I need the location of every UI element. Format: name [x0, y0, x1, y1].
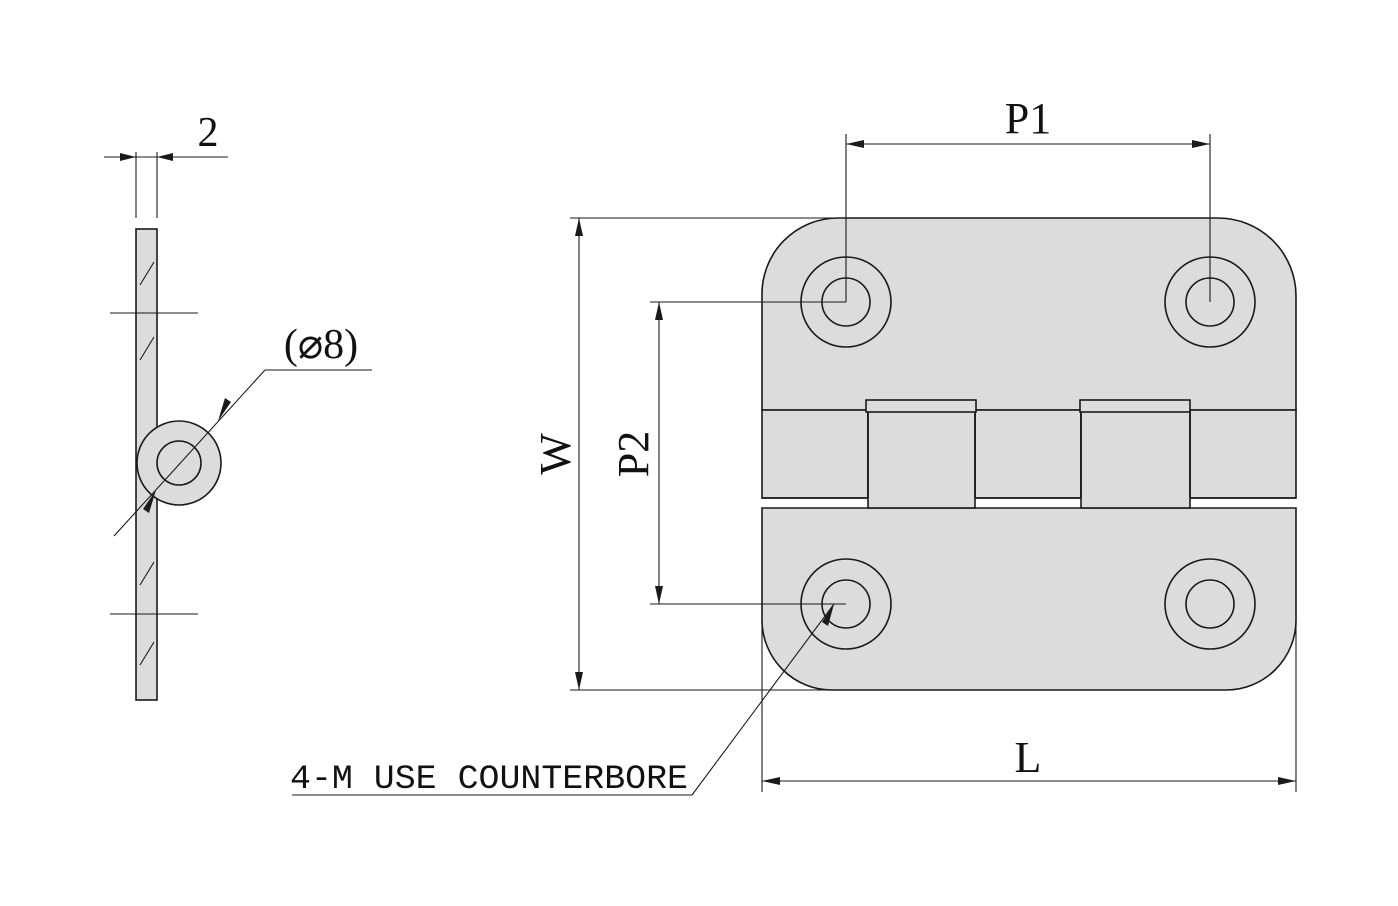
side-counterbore-inner: [156, 440, 202, 486]
callout-label: 4-M USE COUNTERBORE: [290, 761, 688, 799]
lower-leaf: [761, 507, 1297, 691]
diameter-arrow-lower: [143, 490, 156, 513]
callout-arrow: [822, 604, 834, 626]
knuckle-left: [761, 409, 869, 499]
knuckle-lower-a: [867, 409, 976, 509]
thickness-label: 2: [198, 110, 219, 156]
diameter-arrow-upper: [218, 398, 231, 421]
upper-leaf: [761, 217, 1297, 411]
diameter-leader: [113, 369, 266, 537]
p1-arrow-right: [1192, 140, 1210, 148]
side-view: 2 (⌀8): [104, 110, 372, 701]
callout-leader: [691, 603, 835, 796]
thickness-arrow-right: [157, 153, 173, 161]
thickness-arrow-left: [120, 153, 136, 161]
side-hatching: [139, 261, 155, 666]
knuckle-right: [1189, 409, 1297, 499]
w-arrow-bottom: [575, 672, 583, 690]
hole-br-bore: [1185, 579, 1235, 629]
w-arrow-top: [575, 218, 583, 236]
knuckle-top-a: [865, 399, 977, 413]
knuckle-band: [761, 399, 1297, 509]
p2-arrow-top: [655, 302, 663, 320]
l-arrow-right: [1278, 777, 1296, 785]
knuckle-top-b: [1079, 399, 1191, 413]
w-label: W: [531, 433, 580, 475]
hole-br-counterbore: [1164, 558, 1256, 650]
diameter-label: (⌀8): [284, 322, 358, 368]
p1-arrow-left: [846, 140, 864, 148]
knuckle-mid: [974, 409, 1082, 499]
p2-label: P2: [609, 431, 658, 477]
l-label: L: [1015, 733, 1042, 782]
knuckle-lower-b: [1080, 409, 1191, 509]
side-counterbore-outer: [136, 420, 222, 506]
front-view: P1 P2 W L 4-M USE COUNTERBORE: [290, 94, 1297, 799]
p1-label: P1: [1005, 94, 1051, 143]
p2-arrow-bottom: [655, 586, 663, 604]
l-arrow-left: [762, 777, 780, 785]
